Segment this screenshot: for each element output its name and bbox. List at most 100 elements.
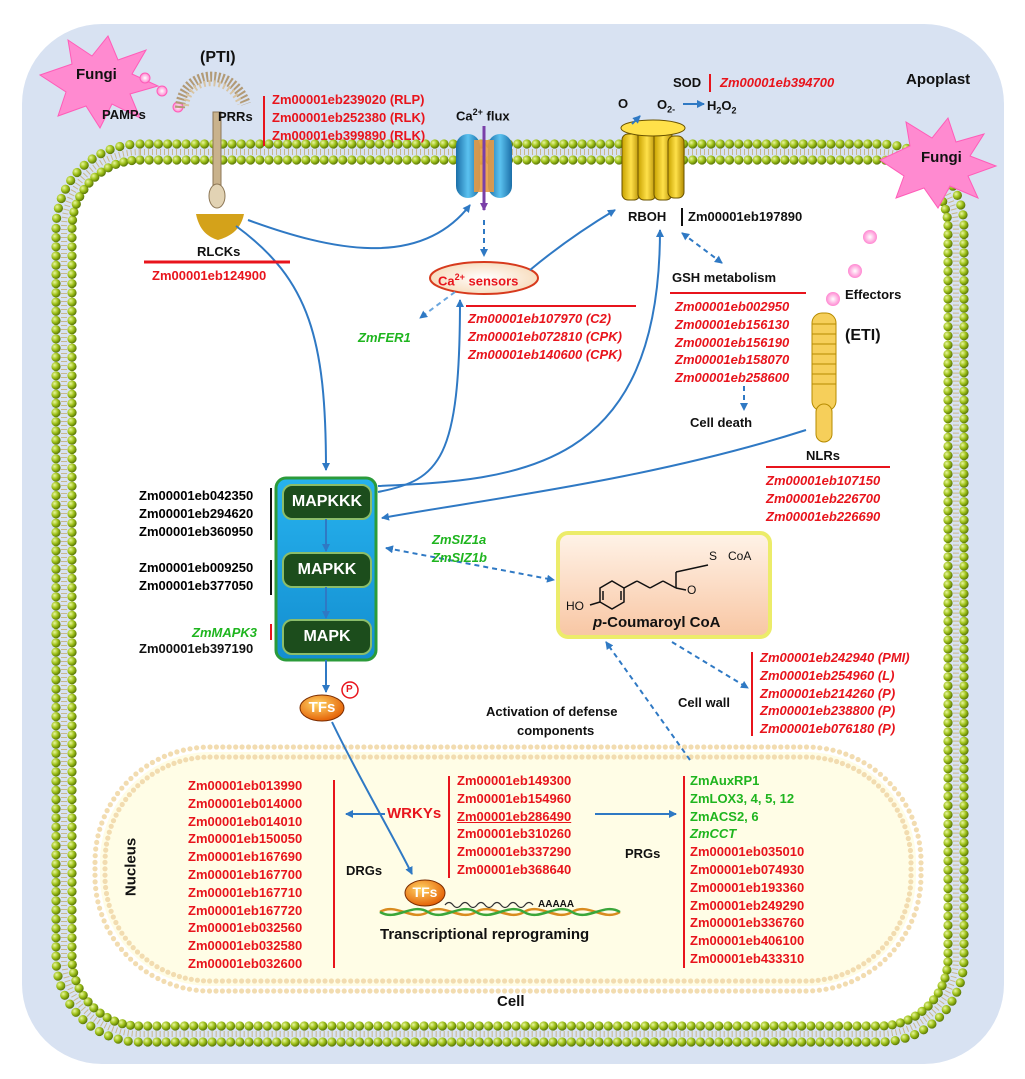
membrane-bead	[457, 744, 463, 750]
membrane-bead	[943, 340, 953, 350]
membrane-bead	[374, 139, 385, 149]
membrane-bead	[284, 744, 290, 750]
membrane-bead	[548, 1021, 558, 1031]
membrane-bead	[391, 1037, 401, 1047]
membrane-bead	[959, 616, 969, 627]
nucleus-envelope	[92, 744, 924, 994]
membrane-bead	[155, 756, 161, 762]
nlr-gene: Zm00001eb226700	[766, 490, 881, 506]
membrane-bead	[866, 775, 872, 781]
membrane-bead	[51, 739, 61, 749]
membrane-bead	[51, 389, 61, 399]
membrane-bead	[402, 139, 412, 149]
membrane-bead	[51, 472, 61, 482]
membrane-bead	[406, 754, 412, 760]
membrane-bead	[943, 856, 953, 866]
membrane-bead	[623, 988, 630, 994]
membrane-bead	[99, 912, 105, 918]
membrane-bead	[826, 139, 836, 149]
membrane-bead	[959, 248, 969, 258]
membrane-bead	[271, 754, 277, 760]
membrane-bead	[872, 155, 882, 165]
membrane-bead	[67, 868, 77, 878]
membrane-bead	[437, 978, 443, 984]
membrane-bead	[356, 139, 366, 149]
membrane-bead	[342, 754, 348, 760]
membrane-bead	[227, 139, 237, 149]
membrane-bead	[682, 744, 688, 750]
mapkkk-gene: Zm00001eb360950	[139, 523, 254, 539]
membrane-bead	[102, 1012, 112, 1023]
membrane-bead	[450, 988, 456, 994]
membrane-bead	[668, 1021, 678, 1031]
membrane-bead	[707, 988, 713, 994]
membrane-bead	[220, 744, 226, 750]
gsh-gene-list: Zm00001eb002950 Zm00001eb156130 Zm00001e…	[675, 298, 789, 387]
membrane-bead	[474, 1037, 484, 1047]
membrane-bead	[71, 976, 81, 986]
membrane-bead	[125, 140, 135, 150]
membrane-bead	[139, 953, 145, 959]
coa-ketone-o: O	[687, 583, 697, 597]
membrane-bead	[875, 783, 882, 789]
membrane-bead	[122, 935, 128, 941]
membrane-bead	[713, 978, 719, 984]
membrane-bead	[67, 739, 77, 749]
membrane-bead	[105, 144, 115, 155]
mapk-box	[282, 619, 372, 655]
membrane-bead	[102, 878, 108, 885]
membrane-bead	[787, 1021, 798, 1031]
mapkk-gene: Zm00001eb009250	[139, 560, 254, 575]
membrane-bead	[649, 1021, 659, 1031]
membrane-bead	[190, 155, 200, 165]
membrane-bead	[917, 1006, 927, 1017]
membrane-bead	[335, 744, 341, 750]
membrane-bead	[271, 744, 277, 750]
membrane-bead	[144, 155, 154, 165]
membrane-bead	[144, 763, 150, 769]
membrane-bead	[219, 978, 225, 984]
membrane-bead	[328, 155, 338, 165]
membrane-bead	[67, 638, 77, 648]
membrane-bead	[568, 155, 578, 165]
membrane-bead	[106, 829, 112, 835]
membrane-bead	[959, 478, 969, 488]
membrane-bead	[830, 985, 836, 991]
membrane-bead	[71, 1007, 81, 1017]
membrane-bead	[272, 1021, 282, 1031]
membrane-bead	[207, 744, 213, 750]
membrane-bead	[752, 754, 758, 760]
membrane-bead	[411, 139, 421, 149]
membrane-bead	[116, 807, 122, 813]
membrane-bead	[715, 139, 725, 149]
membrane-bead	[943, 727, 953, 737]
membrane-bead	[125, 1020, 135, 1030]
membrane-bead	[67, 518, 77, 528]
membrane-bead	[67, 233, 77, 243]
membrane-bead	[943, 432, 953, 442]
pti-label: (PTI)	[200, 49, 236, 66]
membrane-bead	[732, 978, 739, 984]
membrane-bead	[724, 155, 735, 165]
membrane-bead	[669, 754, 675, 760]
ca-sensors-text2: sensors	[464, 273, 519, 289]
membrane-bead	[96, 149, 106, 159]
membrane-bead	[863, 139, 873, 149]
membrane-bead	[557, 1037, 567, 1047]
membrane-bead	[67, 831, 77, 841]
membrane-bead	[566, 744, 572, 750]
membrane-bead	[425, 744, 431, 750]
rlck-shape	[196, 214, 244, 240]
membrane-bead	[496, 744, 502, 750]
membrane-bead	[119, 930, 125, 936]
membrane-bead	[741, 1037, 752, 1047]
membrane-bead	[160, 765, 166, 771]
membrane-bead	[51, 518, 61, 528]
membrane-bead	[152, 1037, 162, 1047]
membrane-bead	[891, 802, 897, 808]
membrane-bead	[51, 573, 61, 584]
membrane-bead	[956, 200, 966, 210]
membrane-bead	[51, 905, 61, 915]
membrane-bead	[614, 155, 624, 165]
membrane-bead	[852, 1037, 862, 1047]
